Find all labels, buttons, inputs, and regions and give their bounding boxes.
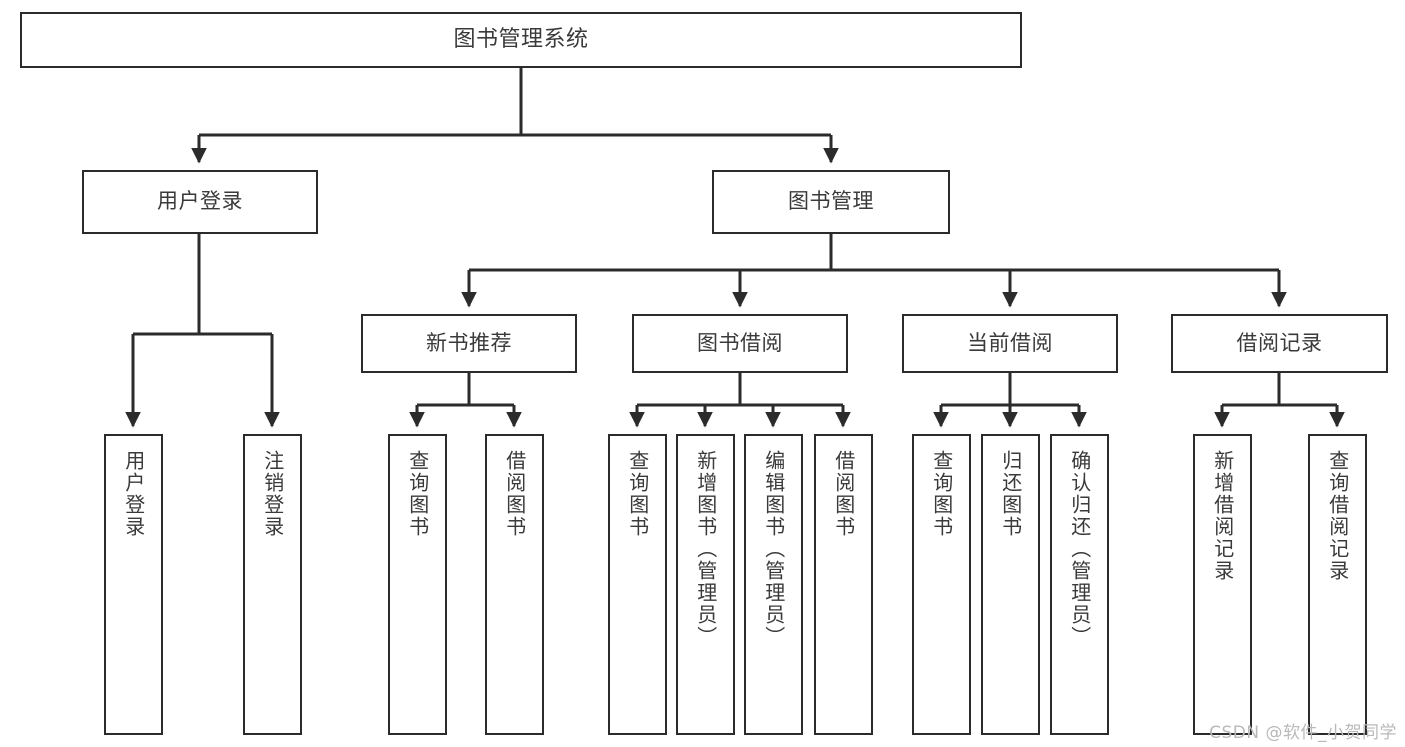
leaf-borrow-book[interactable]: 借阅图书	[814, 434, 873, 735]
node-label: 查询借阅记录	[1325, 450, 1350, 582]
node-label: 查询图书	[929, 450, 954, 538]
leaf-confirm-return-admin[interactable]: 确认归还（管理员）	[1050, 434, 1109, 735]
node-label: 当前借阅	[967, 330, 1053, 355]
node-label: 编辑图书（管理员）	[761, 450, 786, 648]
leaf-borrow-book-recommend[interactable]: 借阅图书	[485, 434, 544, 735]
node-label: 用户登录	[157, 189, 243, 214]
node-book-borrow[interactable]: 图书借阅	[632, 314, 848, 373]
node-label: 借阅记录	[1236, 330, 1323, 355]
node-borrow-record[interactable]: 借阅记录	[1171, 314, 1388, 373]
leaf-add-book-admin[interactable]: 新增图书（管理员）	[676, 434, 735, 735]
node-label: 借阅图书	[831, 450, 856, 538]
leaf-query-book-current[interactable]: 查询图书	[912, 434, 971, 735]
leaf-user-login[interactable]: 用户登录	[104, 434, 163, 735]
node-label: 新书推荐	[426, 330, 512, 355]
node-label: 新增借阅记录	[1210, 450, 1235, 582]
leaf-logout[interactable]: 注销登录	[243, 434, 302, 735]
node-current-borrow[interactable]: 当前借阅	[902, 314, 1118, 373]
leaf-add-borrow-record[interactable]: 新增借阅记录	[1193, 434, 1252, 735]
node-new-book-recommend[interactable]: 新书推荐	[361, 314, 577, 373]
leaf-query-borrow-record[interactable]: 查询借阅记录	[1308, 434, 1367, 735]
leaf-return-book[interactable]: 归还图书	[981, 434, 1040, 735]
node-book-management[interactable]: 图书管理	[712, 170, 950, 234]
node-label: 新增图书（管理员）	[693, 450, 718, 648]
node-label: 确认归还（管理员）	[1067, 450, 1092, 648]
leaf-query-book-borrow[interactable]: 查询图书	[608, 434, 667, 735]
node-user-login[interactable]: 用户登录	[82, 170, 318, 234]
node-label: 图书管理系统	[453, 26, 589, 52]
node-label: 查询图书	[625, 450, 650, 538]
node-label: 借阅图书	[502, 450, 527, 538]
node-label: 用户登录	[121, 450, 146, 538]
leaf-query-book-recommend[interactable]: 查询图书	[388, 434, 447, 735]
node-root-book-management-system[interactable]: 图书管理系统	[20, 12, 1022, 68]
node-label: 归还图书	[998, 450, 1023, 538]
csdn-watermark: CSDN @软件_小贺同学	[1209, 723, 1397, 743]
node-label: 图书借阅	[697, 330, 783, 355]
node-label: 图书管理	[788, 189, 874, 214]
node-label: 查询图书	[405, 450, 430, 538]
node-label: 注销登录	[260, 450, 285, 538]
leaf-edit-book-admin[interactable]: 编辑图书（管理员）	[744, 434, 803, 735]
